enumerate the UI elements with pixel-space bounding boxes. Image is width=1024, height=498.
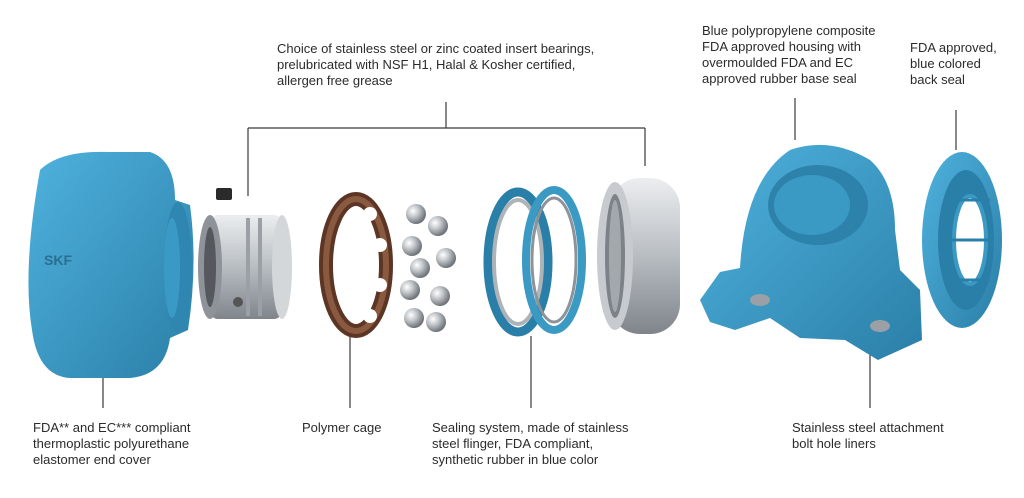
back-seal-label: FDA approved, blue colored back seal [910, 40, 997, 87]
insert-bearings-bracket [247, 102, 646, 196]
insert-bearings-label: Choice of stainless steel or zinc coated… [277, 41, 595, 88]
polymer-cage [319, 192, 393, 338]
skf-logo-text: SKF [44, 252, 72, 268]
leader-lines [102, 98, 957, 408]
bolt-liners-label: Stainless steel attachment bolt hole lin… [792, 420, 944, 451]
set-screw [216, 188, 232, 200]
cage-label: Polymer cage [302, 420, 382, 435]
back-seal [922, 152, 1002, 328]
end-cover: SKF [28, 151, 194, 378]
pillow-block-housing [700, 144, 922, 360]
sealing-rings [483, 186, 586, 337]
end-cover-label: FDA** and EC*** compliant thermoplastic … [33, 420, 191, 467]
sealing-system-label: Sealing system, made of stainless steel … [432, 420, 629, 467]
insert-inner-ring [198, 215, 292, 319]
steel-balls [400, 204, 456, 332]
insert-outer-ring [597, 178, 680, 334]
housing-label: Blue polypropylene composite FDA approve… [702, 23, 876, 86]
